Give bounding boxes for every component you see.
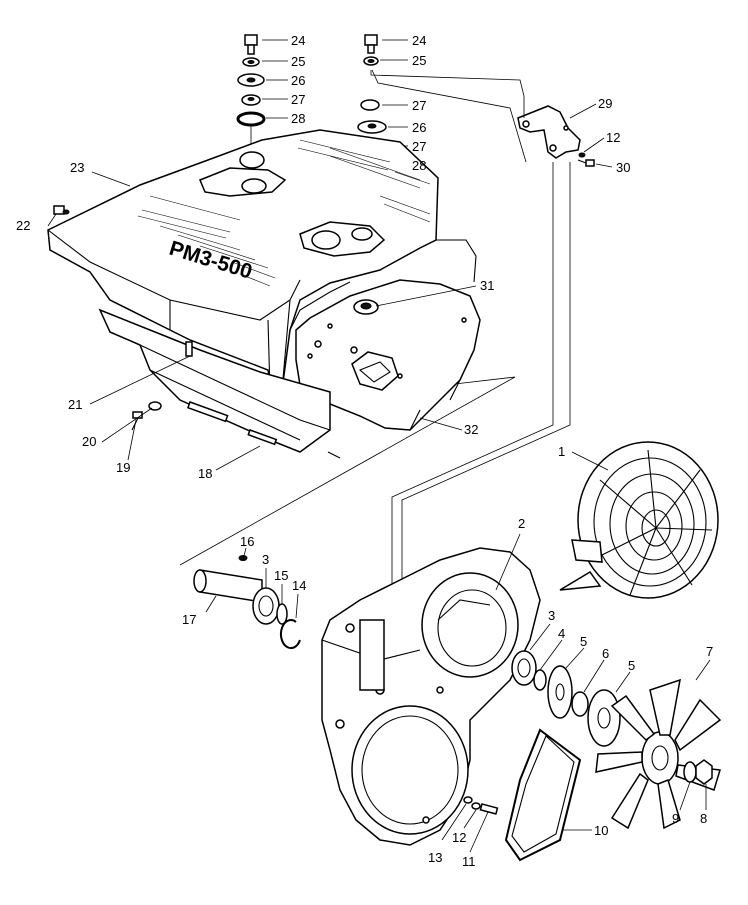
callout-26a: 26 [291,73,305,88]
spacer-27-right-top [360,99,380,111]
pulley-5-right [587,689,621,747]
fuel-tank-32 [295,279,481,431]
leaders-top-left [262,39,288,119]
nut-8 [695,759,713,785]
callout-31: 31 [480,278,494,293]
callout-2: 2 [518,516,525,531]
ring-28-left [236,111,266,127]
callout-1: 1 [558,444,565,459]
callout-15: 15 [274,568,288,583]
screw-30 [577,159,595,167]
callout-27a: 27 [291,92,305,107]
washer-25-left [242,57,260,67]
callout-4: 4 [558,626,565,641]
bolt-11 [479,803,499,815]
shaft-17 [193,569,263,603]
callout-25a: 25 [291,54,305,69]
callout-3a: 3 [262,552,269,567]
screw-22 [53,205,70,215]
spacer-27-left [241,94,261,106]
bearing-3-left [252,587,280,625]
callout-20: 20 [82,434,96,449]
callout-19: 19 [116,460,130,475]
key-16 [238,555,248,561]
callout-26b: 26 [412,120,426,135]
callout-8: 8 [700,811,707,826]
callout-13: 13 [428,850,442,865]
leaders-misc [47,171,711,853]
callout-27c: 27 [412,139,426,154]
belt-10 [504,728,582,862]
callout-23: 23 [70,160,84,175]
rubber-mount-26-left [237,73,265,87]
callout-11: 11 [462,854,476,869]
leaders-bracket [569,103,613,168]
washer-13 [463,796,473,804]
callout-27b: 27 [412,98,426,113]
callout-12a: 12 [606,130,620,145]
callout-22: 22 [16,218,30,233]
fan-guard-1 [559,441,719,599]
washer-12-bottom [471,802,481,810]
callout-25b: 25 [412,53,426,68]
callout-3b: 3 [548,608,555,623]
callout-6: 6 [602,646,609,661]
callout-5b: 5 [628,658,635,673]
washer-25-right [363,56,379,66]
callout-16: 16 [240,534,254,549]
callout-12b: 12 [452,830,466,845]
callout-10: 10 [594,823,608,838]
callout-30: 30 [616,160,630,175]
pulley-5-left [547,665,573,719]
callout-7: 7 [706,644,713,659]
top-cover-23 [47,129,477,393]
callout-14: 14 [292,578,306,593]
callout-24b: 24 [412,33,426,48]
callout-24a: 24 [291,33,305,48]
callout-labels: 24 25 26 27 28 24 25 27 26 27 28 29 12 3… [16,33,713,869]
part-21 [185,341,193,357]
callout-9: 9 [672,811,679,826]
callout-28b: 28 [412,158,426,173]
callout-28a: 28 [291,111,305,126]
spacer-6 [571,691,589,717]
callout-32: 32 [464,422,478,437]
callout-29: 29 [598,96,612,111]
base-plate-18 [98,308,341,459]
rubber-mount-26-right [357,120,387,134]
bolt-24-left [244,34,258,55]
callout-5a: 5 [580,634,587,649]
washer-9 [683,761,697,783]
bolt-24-right [364,34,378,54]
callout-21: 21 [68,397,82,412]
fan-housing-2 [321,547,541,846]
seal-4 [533,669,547,691]
callout-17: 17 [182,612,196,627]
circlip-14 [279,619,301,650]
bracket-29 [517,105,581,159]
washer-12-top [578,152,586,158]
callout-18: 18 [198,466,212,481]
bearing-3-right [511,650,537,686]
